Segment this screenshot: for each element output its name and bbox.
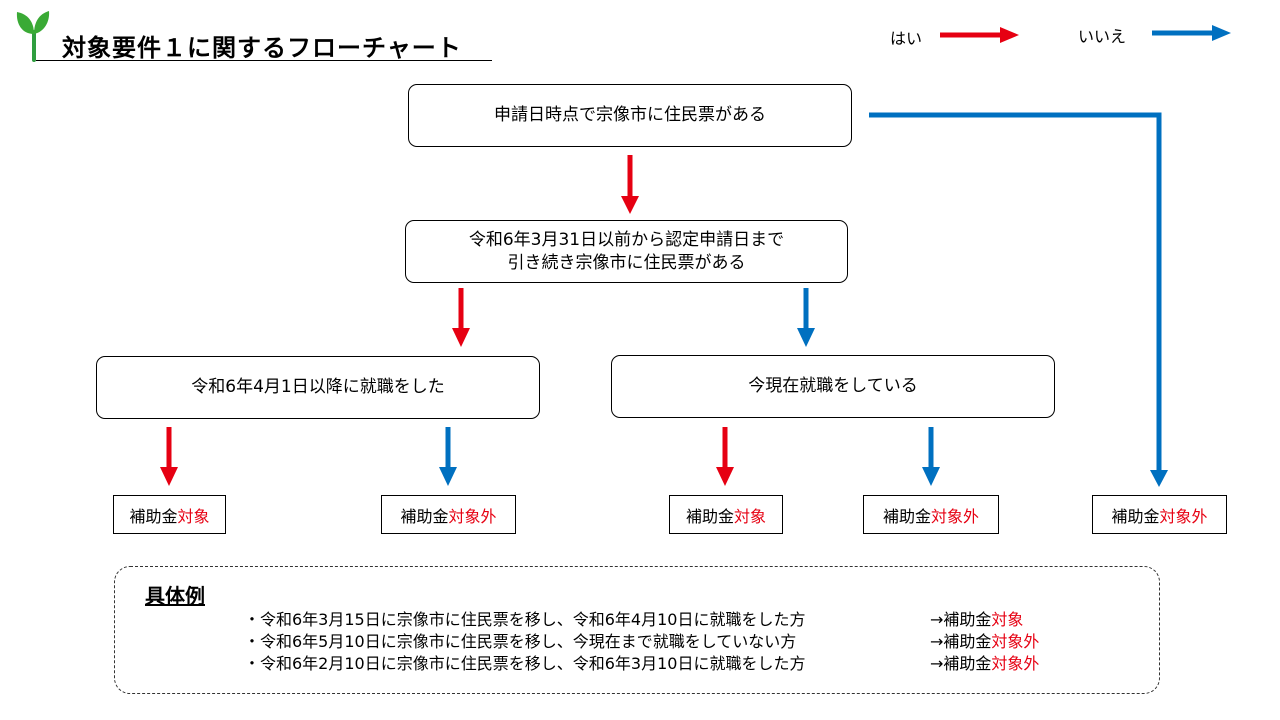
result-r2: 補助金対象外 <box>381 495 516 534</box>
result-prefix: 補助金 <box>400 506 449 526</box>
node-q3: 令和6年4月1日以降に就職をした <box>96 356 540 419</box>
legend-yes-arrow <box>940 27 1019 43</box>
example-arrow: →補助金 <box>930 632 992 651</box>
node-q2-line2: 引き続き宗像市に住民票がある <box>507 252 746 273</box>
node-q2-line1: 令和6年3月31日以前から認定申請日まで <box>468 229 785 250</box>
arrow-q4-yes <box>716 427 734 486</box>
result-prefix: 補助金 <box>882 506 931 526</box>
arrow-q4-no <box>922 427 940 486</box>
arrow-q3-no <box>439 427 457 486</box>
arrow-q2-no <box>797 288 815 347</box>
legend-yes-label: はい <box>890 29 923 48</box>
result-prefix: 補助金 <box>685 506 734 526</box>
node-q4: 今現在就職をしている <box>611 355 1055 418</box>
page-title: 対象要件１に関するフローチャート <box>62 34 462 62</box>
arrow-q1-no <box>869 112 1168 487</box>
result-status: 対象 <box>177 506 210 526</box>
result-prefix: 補助金 <box>1111 506 1160 526</box>
node-q1: 申請日時点で宗像市に住民票がある <box>408 84 852 147</box>
example-result: →補助金対象外 <box>930 631 1039 653</box>
result-r1: 補助金対象 <box>113 495 226 534</box>
result-status: 対象外 <box>1159 506 1208 526</box>
example-arrow: →補助金 <box>930 654 992 673</box>
example-item: ・令和6年3月15日に宗像市に住民票を移し、令和6年4月10日に就職をした方 <box>244 609 805 631</box>
arrow-q1-yes <box>621 155 639 214</box>
sprout-icon <box>16 11 50 62</box>
legend-no-arrow <box>1152 25 1231 41</box>
arrow-q2-yes <box>452 288 470 347</box>
result-r5: 補助金対象外 <box>1092 495 1227 534</box>
node-q4-text: 今現在就職をしている <box>748 376 918 396</box>
example-text: ・令和6年5月10日に宗像市に住民票を移し、今現在まで就職をしていない方 <box>244 632 797 651</box>
result-status: 対象 <box>734 506 767 526</box>
example-item: ・令和6年5月10日に宗像市に住民票を移し、今現在まで就職をしていない方 <box>244 631 796 653</box>
example-arrow: →補助金 <box>930 610 992 629</box>
node-q1-text: 申請日時点で宗像市に住民票がある <box>494 105 766 125</box>
example-text: ・令和6年3月15日に宗像市に住民票を移し、令和6年4月10日に就職をした方 <box>244 610 806 629</box>
examples-heading: 具体例 <box>145 584 205 608</box>
result-prefix: 補助金 <box>129 506 178 526</box>
node-q2: 令和6年3月31日以前から認定申請日まで 引き続き宗像市に住民票がある <box>405 220 848 283</box>
title-underline <box>36 60 492 61</box>
result-status: 対象外 <box>931 506 980 526</box>
result-r3: 補助金対象 <box>669 495 783 534</box>
example-status: 対象 <box>991 610 1024 629</box>
example-item: ・令和6年2月10日に宗像市に住民票を移し、令和6年3月10日に就職をした方 <box>244 653 805 675</box>
example-text: ・令和6年2月10日に宗像市に住民票を移し、令和6年3月10日に就職をした方 <box>244 654 806 673</box>
node-q3-text: 令和6年4月1日以降に就職をした <box>191 377 445 397</box>
legend-no-label: いいえ <box>1078 27 1127 46</box>
result-r4: 補助金対象外 <box>863 495 999 534</box>
example-status: 対象外 <box>991 654 1040 673</box>
result-status: 対象外 <box>448 506 497 526</box>
example-result: →補助金対象外 <box>930 653 1039 675</box>
examples-box <box>114 566 1160 694</box>
example-status: 対象外 <box>991 632 1040 651</box>
arrow-q3-yes <box>160 427 178 486</box>
example-result: →補助金対象 <box>930 609 1023 631</box>
